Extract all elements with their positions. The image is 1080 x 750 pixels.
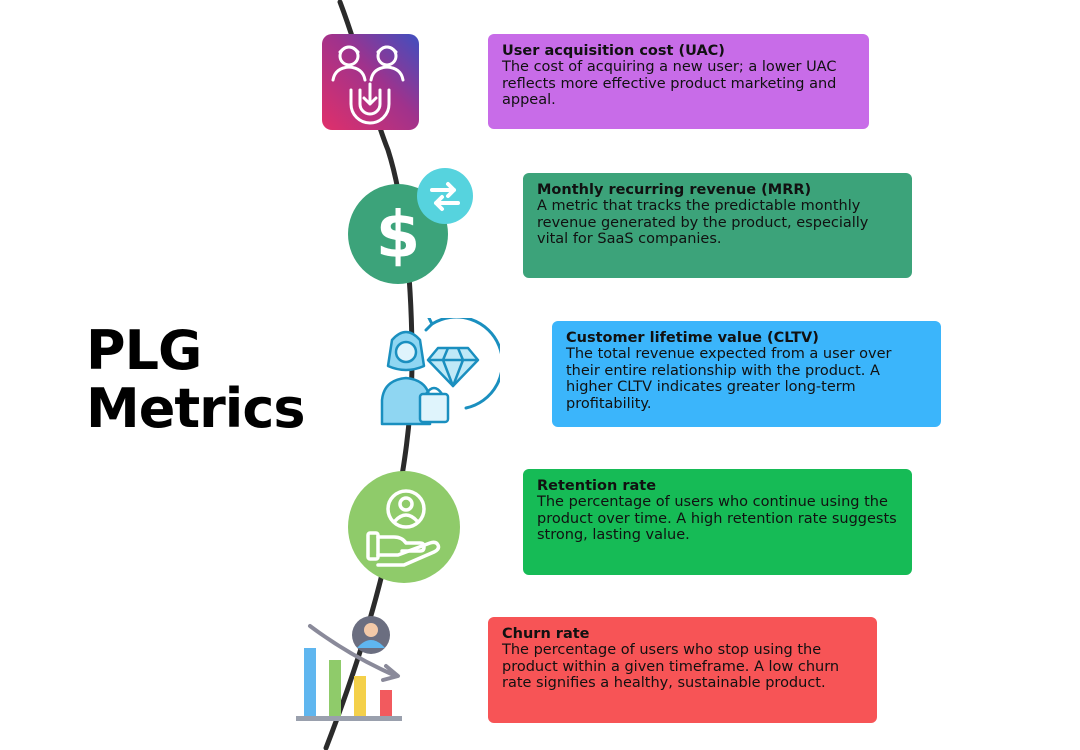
metric-card-churn: Churn rate The percentage of users who s… bbox=[488, 617, 877, 723]
svg-text:$: $ bbox=[376, 199, 421, 273]
metric-title: Customer lifetime value (CLTV) bbox=[566, 330, 819, 346]
dollar-recurring-icon: $ bbox=[348, 167, 476, 285]
hand-user-icon bbox=[348, 471, 460, 583]
title-line-2: Metrics bbox=[86, 377, 305, 440]
metric-description: The cost of acquiring a new user; a lowe… bbox=[502, 59, 837, 108]
metric-card-uac: User acquisition cost (UAC) The cost of … bbox=[488, 34, 869, 129]
metric-card-mrr: Monthly recurring revenue (MRR) A metric… bbox=[523, 173, 912, 278]
customer-diamond-icon bbox=[376, 314, 504, 428]
metric-description: The percentage of users who continue usi… bbox=[537, 494, 897, 543]
title-line-1: PLG bbox=[86, 319, 202, 382]
metric-title: Churn rate bbox=[502, 626, 590, 642]
metric-description: A metric that tracks the predictable mon… bbox=[537, 198, 869, 247]
users-magnet-icon bbox=[322, 34, 419, 130]
metric-title: User acquisition cost (UAC) bbox=[502, 43, 725, 59]
metric-description: The total revenue expected from a user o… bbox=[566, 346, 892, 412]
metric-title: Monthly recurring revenue (MRR) bbox=[537, 182, 812, 198]
metric-card-cltv: Customer lifetime value (CLTV) The total… bbox=[552, 321, 941, 427]
metric-title: Retention rate bbox=[537, 478, 657, 494]
metric-description: The percentage of users who stop using t… bbox=[502, 642, 840, 691]
page-title: PLG Metrics bbox=[86, 319, 305, 440]
metric-card-retention: Retention rate The percentage of users w… bbox=[523, 469, 912, 575]
declining-chart-icon bbox=[294, 614, 406, 724]
